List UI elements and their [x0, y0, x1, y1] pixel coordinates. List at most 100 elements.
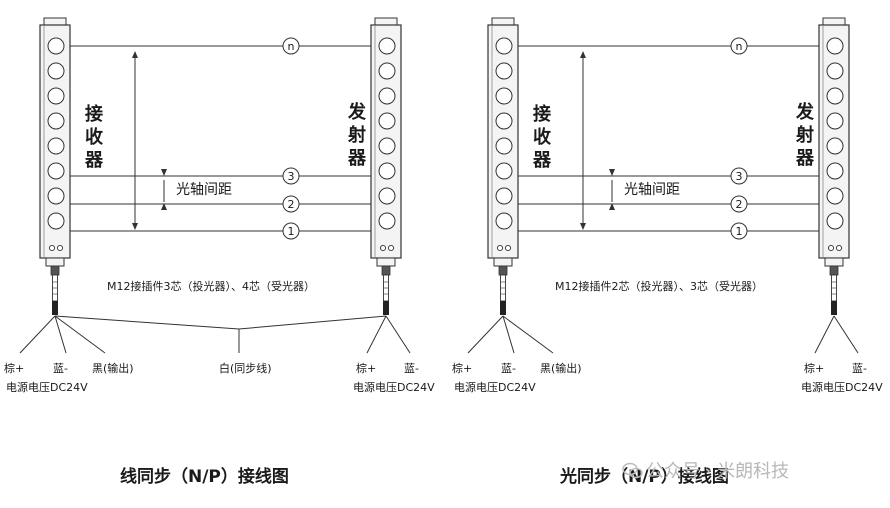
beam-label-circle	[730, 222, 748, 240]
bar-top-cap	[491, 17, 515, 26]
wechat-icon	[622, 462, 643, 479]
arrow-down-icon	[609, 169, 615, 176]
watermark: 公众号 · 米朗科技	[646, 461, 790, 482]
connector-body	[829, 265, 839, 276]
emitter-label: 器	[347, 148, 367, 169]
emitter-label: 器	[795, 148, 815, 169]
indicator-dot	[827, 244, 835, 252]
arrow-up-icon	[161, 203, 167, 210]
receiver-label: 接	[85, 103, 103, 125]
wire	[502, 315, 515, 354]
diagram-title-line-sync: 线同步（N/P）接线图	[120, 467, 289, 487]
indicator-dot	[496, 244, 504, 252]
beam-label-circle	[730, 167, 748, 185]
indicator-dot	[504, 244, 512, 252]
lens-circle	[378, 37, 396, 55]
lens-circle	[47, 112, 65, 130]
indicator-dot	[387, 244, 395, 252]
wire-label-white: 白(同步线)	[219, 361, 272, 375]
emitter-bar	[370, 17, 402, 315]
beam-label: 2	[736, 198, 743, 211]
lens-circle	[495, 187, 513, 205]
lens-circle	[826, 112, 844, 130]
wire-label-blue: 蓝-	[53, 362, 68, 375]
beam-label-circle	[282, 37, 300, 55]
power-label: 电源电压DC24V	[454, 380, 536, 394]
lens-circle	[826, 37, 844, 55]
wire	[502, 315, 554, 354]
beam-label: n	[736, 40, 743, 53]
wire-label-brown: 棕+	[804, 361, 824, 375]
wire-label-brown: 棕+	[356, 361, 376, 375]
arrow-up-icon	[609, 203, 615, 210]
indicator-dot	[835, 244, 843, 252]
wire	[385, 315, 411, 354]
lens-circle	[826, 62, 844, 80]
lens-circle	[47, 187, 65, 205]
connector-nut	[824, 257, 844, 267]
beam-label-circle	[730, 195, 748, 213]
beam-label-circle	[730, 37, 748, 55]
lens-circle	[47, 212, 65, 230]
lens-circle	[826, 162, 844, 180]
lens-circle	[495, 112, 513, 130]
lens-circle	[495, 212, 513, 230]
arrow-down-icon	[161, 169, 167, 176]
beam-label: 2	[288, 198, 295, 211]
power-label: 电源电压DC24V	[6, 380, 88, 394]
lens-circle	[47, 162, 65, 180]
receiver-bar	[487, 17, 519, 315]
lens-circle	[378, 162, 396, 180]
connector-nut	[45, 257, 65, 267]
wire	[833, 315, 859, 354]
beam-label: 3	[736, 170, 743, 183]
wire	[54, 315, 67, 354]
wire	[814, 315, 835, 354]
sync-wire	[54, 315, 240, 330]
beam-label-circle	[282, 195, 300, 213]
emitter-bar	[818, 17, 850, 315]
wire-label-brown: 棕+	[4, 361, 24, 375]
beam-label-circle	[282, 167, 300, 185]
arrow-down-icon	[132, 223, 138, 230]
lens-circle	[378, 112, 396, 130]
cable-end	[500, 301, 506, 315]
arrow-up-icon	[132, 51, 138, 58]
bar-top-cap	[43, 17, 67, 26]
receiver-label: 收	[533, 126, 551, 148]
lens-circle	[826, 187, 844, 205]
emitter-label: 射	[347, 124, 366, 146]
connector-nut	[376, 257, 396, 267]
lens-circle	[47, 87, 65, 105]
sync-wire	[238, 315, 387, 330]
wire-label-blue: 蓝-	[404, 362, 419, 375]
receiver-label: 收	[85, 126, 103, 148]
diagram-title-light-sync: 光同步（N/P）接线图	[560, 467, 729, 487]
connector-body	[381, 265, 391, 276]
emitter-label: 发	[347, 101, 367, 123]
connector-note: M12接插件3芯（投光器）、4芯（受光器）	[107, 279, 315, 293]
receiver-label: 器	[532, 150, 552, 171]
beam-label: n	[288, 40, 295, 53]
bar-top-cap	[822, 17, 846, 26]
lens-circle	[495, 37, 513, 55]
lens-circle	[826, 87, 844, 105]
receiver-bar	[39, 17, 71, 315]
receiver-label: 接	[533, 103, 551, 125]
beam-label: 1	[736, 225, 743, 238]
lens-circle	[495, 162, 513, 180]
wire	[54, 315, 106, 354]
wire-label-brown: 棕+	[452, 361, 472, 375]
emitter-label: 发	[795, 101, 815, 123]
lens-circle	[826, 212, 844, 230]
wire-label-black: 黑(输出)	[540, 361, 582, 375]
wire	[467, 315, 504, 354]
lens-circle	[826, 137, 844, 155]
lens-circle	[378, 187, 396, 205]
beam-label-circle	[282, 222, 300, 240]
lens-circle	[378, 87, 396, 105]
lens-circle	[495, 137, 513, 155]
power-label: 电源电压DC24V	[801, 380, 883, 394]
lens-circle	[495, 87, 513, 105]
